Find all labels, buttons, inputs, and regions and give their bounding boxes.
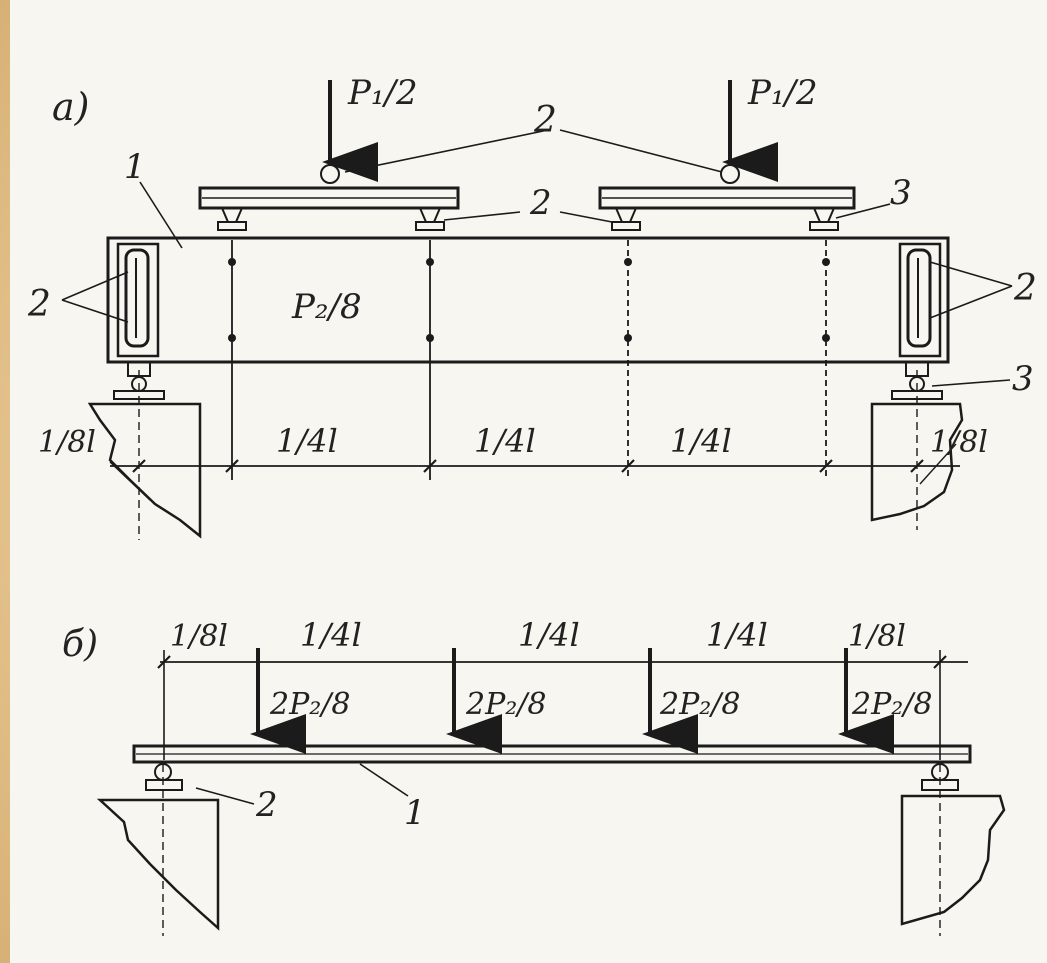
labels-a: а) P₁/2 P₁/2 2 2 1 3 3 2 2 P₂/8 1/8l 1/4… <box>27 73 1037 460</box>
gauge-left <box>124 248 150 348</box>
support-block-right <box>870 402 964 522</box>
dim-b-0: 1/8l <box>170 619 228 654</box>
plate-2 <box>415 221 445 231</box>
roller-left <box>320 164 340 184</box>
distribution-beam-left <box>198 186 460 210</box>
gauge-left-frame <box>116 242 160 358</box>
gauge-right-frame <box>898 242 942 358</box>
dim-a-1: 1/4l <box>276 422 338 460</box>
dim-b-1: 1/4l <box>300 616 362 654</box>
support-block-b-left <box>96 798 220 931</box>
plate-3 <box>611 221 641 231</box>
panel-b <box>96 648 1006 936</box>
inner-load-label: P₂/8 <box>291 287 362 327</box>
panel-a-label: а) <box>52 85 89 129</box>
load-b-4: 2P₂/8 <box>851 687 933 722</box>
pad-4 <box>812 207 836 223</box>
leader-2-top-left <box>344 129 549 173</box>
plate-4 <box>809 221 839 231</box>
callout-3-top: 3 <box>890 173 912 213</box>
load-b-1: 2P₂/8 <box>269 687 351 722</box>
pad-2 <box>418 207 442 223</box>
support-block-b-right <box>900 794 1006 926</box>
pad-1 <box>220 207 244 223</box>
callout-2-mid: 2 <box>529 183 552 223</box>
load-b-3: 2P₂/8 <box>659 687 741 722</box>
support-plate-b-left <box>145 779 183 791</box>
dim-b-3: 1/4l <box>706 616 768 654</box>
callout-2-b: 2 <box>255 785 278 825</box>
dim-b-2: 1/4l <box>518 616 580 654</box>
dim-a-0: 1/8l <box>38 425 96 460</box>
panel-a <box>61 80 1013 540</box>
gauge-right <box>906 248 932 348</box>
load-label-right: P₁/2 <box>747 73 818 113</box>
distribution-beam-right <box>598 186 856 210</box>
plate-1 <box>217 221 247 231</box>
leader-2-top-right <box>559 129 723 173</box>
dim-a-4: 1/8l <box>930 425 988 460</box>
roller-right <box>720 164 740 184</box>
main-beam-b <box>132 744 972 764</box>
panel-b-label: б) <box>62 624 98 665</box>
pad-3 <box>614 207 638 223</box>
callout-2-left: 2 <box>27 284 51 325</box>
callout-3-bottom: 3 <box>1012 359 1034 399</box>
main-beam-a <box>106 236 950 364</box>
support-block-left <box>87 402 202 539</box>
dim-a-2: 1/4l <box>474 422 536 460</box>
dim-a-3: 1/4l <box>670 422 732 460</box>
dim-b-4: 1/8l <box>848 619 906 654</box>
labels-b: б) 1/8l 1/4l 1/4l 1/4l 1/8l 2P₂/8 2P₂/8 … <box>62 616 933 833</box>
callout-2-right: 2 <box>1013 268 1037 309</box>
callout-2-top: 2 <box>533 100 557 141</box>
callout-1-a: 1 <box>124 147 146 187</box>
load-b-2: 2P₂/8 <box>465 687 547 722</box>
diagram-paper <box>10 0 1047 963</box>
callout-1-b: 1 <box>404 793 426 833</box>
load-label-left: P₁/2 <box>347 73 418 113</box>
